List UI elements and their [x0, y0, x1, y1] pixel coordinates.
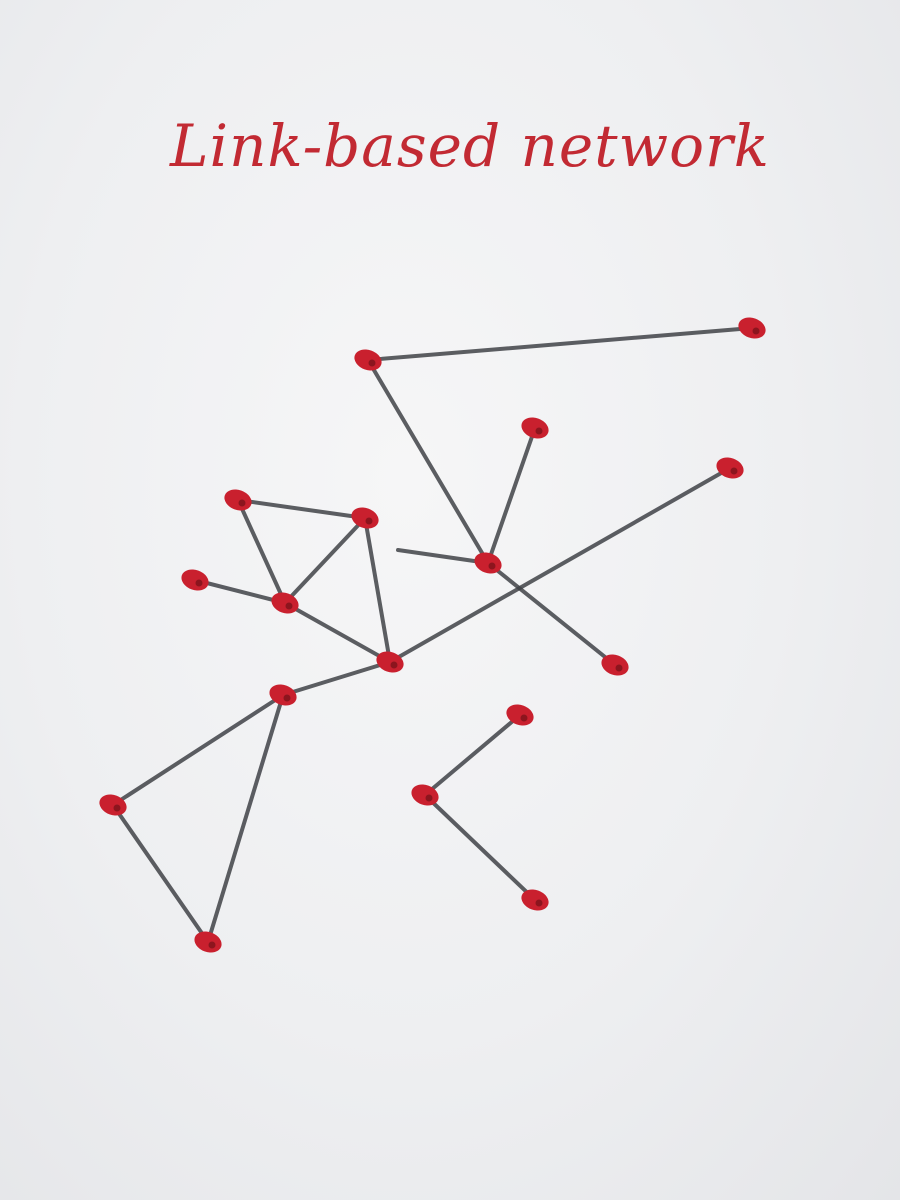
node-n16 [411, 784, 439, 806]
edge-n8-n9 [283, 601, 392, 664]
edge-n11-n8 [193, 578, 287, 605]
node-n17b [521, 889, 549, 911]
edge-n1-n2 [366, 326, 754, 362]
edge-n7-n8 [283, 516, 367, 605]
edge-n15-n17 [111, 803, 210, 944]
node-n7 [351, 507, 379, 529]
edge-n13-n15 [111, 693, 285, 807]
edge-n12-n5 [396, 548, 490, 565]
edge-n6-n7 [236, 498, 367, 520]
diagram-title: Link-based network [170, 112, 770, 180]
nodes-layer [99, 317, 766, 953]
node-n15 [99, 794, 127, 816]
edge-n7-n9 [363, 516, 392, 664]
edge-n1-n5 [366, 358, 490, 565]
node-n5 [474, 552, 502, 574]
node-n6 [224, 489, 252, 511]
edge-n9-n13 [281, 660, 392, 697]
node-n4 [716, 457, 744, 479]
node-n14 [506, 704, 534, 726]
node-n9 [376, 651, 404, 673]
node-n1 [354, 349, 382, 371]
node-n3 [521, 417, 549, 439]
edge-n3-n5 [486, 426, 537, 565]
node-n2 [738, 317, 766, 339]
edge-n4-n9 [388, 466, 732, 664]
node-n13 [269, 684, 297, 706]
node-n10 [601, 654, 629, 676]
edges-layer [111, 326, 754, 944]
edge-n14-n16 [423, 713, 522, 797]
node-n17 [194, 931, 222, 953]
edge-n13-n17 [206, 693, 285, 944]
edge-n16-n17b [423, 793, 537, 902]
edge-n5-n10 [486, 561, 617, 667]
node-n11 [181, 569, 209, 591]
edge-n6-n8 [236, 498, 287, 605]
node-n8 [271, 592, 299, 614]
